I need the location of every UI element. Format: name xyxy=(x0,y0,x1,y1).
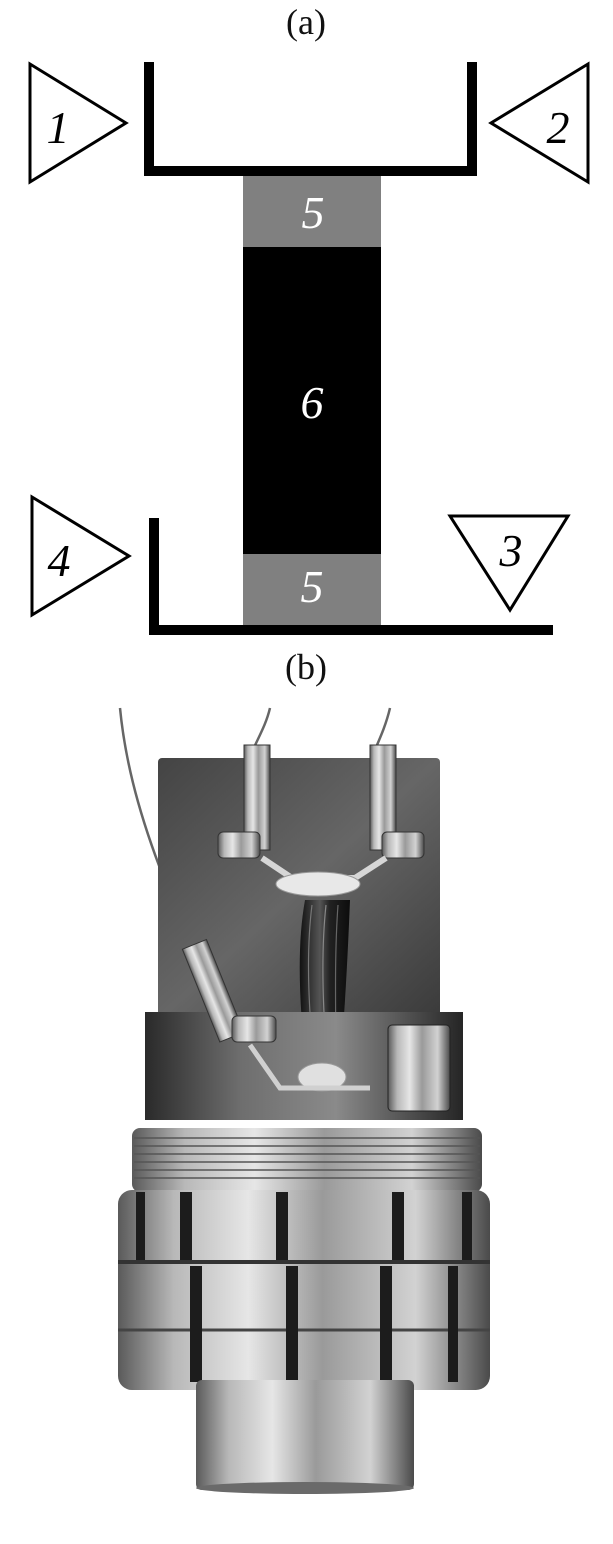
panel-b-label: (b) xyxy=(285,647,327,687)
panel-a-label: (a) xyxy=(286,2,326,42)
collar-slots xyxy=(136,1192,472,1382)
thread-lines xyxy=(134,1137,480,1179)
triangle-right-icon xyxy=(30,494,132,618)
panel-a: (a) 5 6 5 1 2 3 4 xyxy=(28,2,590,635)
triangle-right-icon xyxy=(28,61,129,185)
segment-bottom-5-label: 5 xyxy=(301,561,324,612)
glue-drop xyxy=(297,1062,347,1092)
threaded-ring xyxy=(132,1128,482,1192)
clamp-screw xyxy=(217,831,261,859)
segment-top-5-label: 5 xyxy=(302,187,325,238)
collar xyxy=(118,1190,490,1390)
bottom-holder xyxy=(149,518,553,635)
detector-1-label: 1 xyxy=(47,102,70,153)
triangle-left-icon xyxy=(488,61,590,185)
detector-4-label: 4 xyxy=(48,535,71,586)
clamp-screw xyxy=(381,831,425,859)
detector-3: 3 xyxy=(447,514,571,613)
base-edge xyxy=(196,1482,414,1494)
segment-6-label: 6 xyxy=(301,377,324,428)
detector-2: 2 xyxy=(488,61,590,185)
segment-top-5 xyxy=(243,176,381,247)
segment-6 xyxy=(243,247,381,554)
clamp-arm xyxy=(247,1043,370,1091)
hex-nut xyxy=(387,1024,451,1112)
detector-1: 1 xyxy=(28,61,129,185)
triangle-down-icon xyxy=(447,514,571,613)
clamp-screw xyxy=(231,1015,277,1043)
base-cylinder xyxy=(196,1380,414,1490)
detector-4: 4 xyxy=(30,494,132,618)
detector-2-label: 2 xyxy=(547,102,570,153)
panel-b: (b) xyxy=(118,647,490,1494)
clamp xyxy=(369,744,397,851)
sample-stage-photo xyxy=(118,707,490,1494)
glue-drop xyxy=(275,871,361,897)
top-holder xyxy=(144,62,477,176)
detector-3-label: 3 xyxy=(499,525,523,576)
segment-bottom-5 xyxy=(243,554,381,625)
